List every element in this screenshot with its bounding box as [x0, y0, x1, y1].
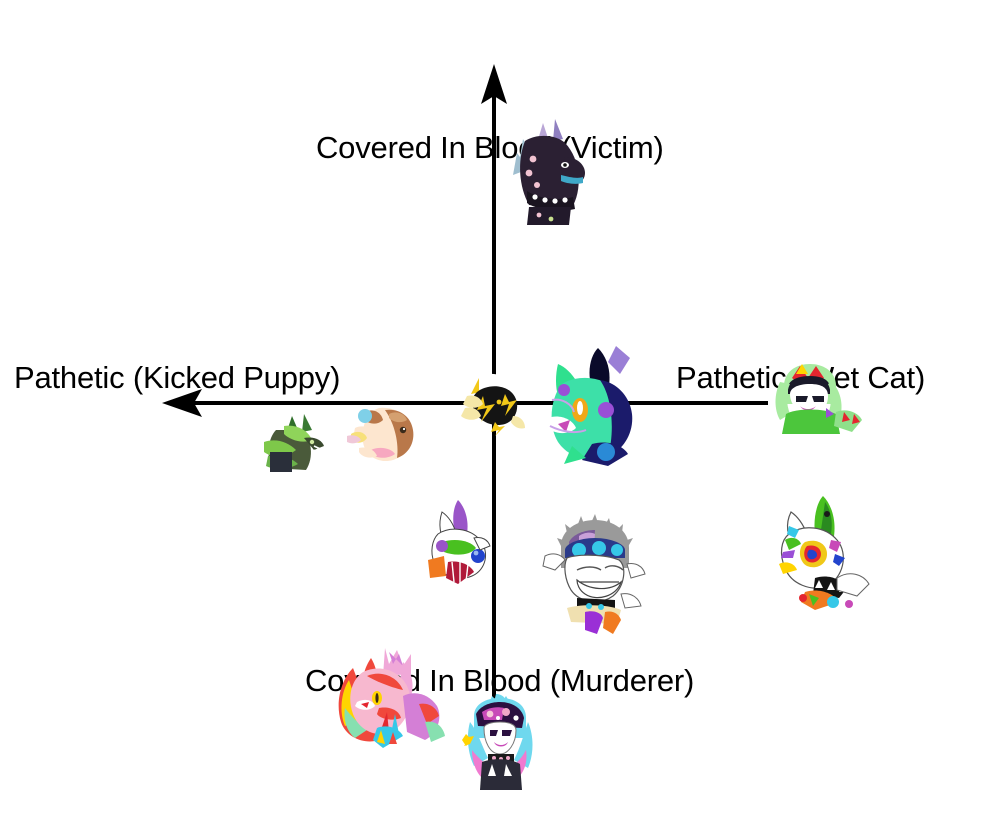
point-tan-critter	[345, 404, 419, 466]
arrow-up-icon	[481, 64, 507, 104]
point-dark-dragon	[503, 113, 587, 225]
point-green-hoodie	[766, 364, 862, 434]
point-teal-fox	[538, 340, 648, 468]
axis-label-left: Pathetic (Kicked Puppy)	[14, 360, 341, 395]
point-purple-ear-white	[428, 498, 496, 584]
point-rainbow-mane	[333, 646, 445, 750]
point-rainbow-splatter	[775, 494, 871, 610]
point-green-insect	[262, 412, 341, 474]
point-gray-goggles	[542, 512, 647, 634]
point-bolt-beast	[461, 372, 527, 436]
point-galaxy-hair	[462, 692, 538, 790]
axis-label-top: Covered In Blood (Victim)	[316, 130, 664, 165]
